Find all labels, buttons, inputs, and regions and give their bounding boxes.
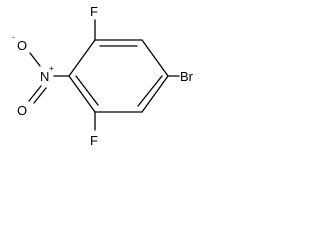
bond-nitrogen-oxygen-top (29, 52, 41, 67)
fluorine-bottom-label: F (90, 133, 98, 148)
atom-labels: F F Br N + O - O (12, 4, 194, 148)
benzene-ring (68, 39, 169, 113)
structure-diagram: F F Br N + O - O (12, 4, 194, 148)
ring-bond-c5-c6 (68, 75, 96, 113)
bond-nitrogen-oxygen-bottom-1 (28, 85, 42, 102)
bond-nitrogen-oxygen-bottom-2 (33, 87, 47, 104)
substituent-bonds (28, 19, 180, 131)
ring-inner-double-bond-right (137, 75, 163, 107)
ring-bond-c2-c3 (141, 39, 169, 77)
nitro-oxygen-top-label: O (17, 38, 27, 53)
ring-bond-c3-c4 (141, 75, 169, 113)
ring-bond-c6-c1 (68, 39, 96, 77)
nitro-oxygen-bottom-label: O (17, 103, 27, 118)
nitro-nitrogen-label: N (40, 69, 49, 84)
nitro-nitrogen-charge: + (49, 64, 54, 73)
bromine-label: Br (180, 69, 194, 84)
ring-inner-double-bond-left (75, 75, 99, 106)
fluorine-top-label: F (90, 4, 98, 19)
nitro-oxygen-top-charge: - (12, 33, 15, 42)
